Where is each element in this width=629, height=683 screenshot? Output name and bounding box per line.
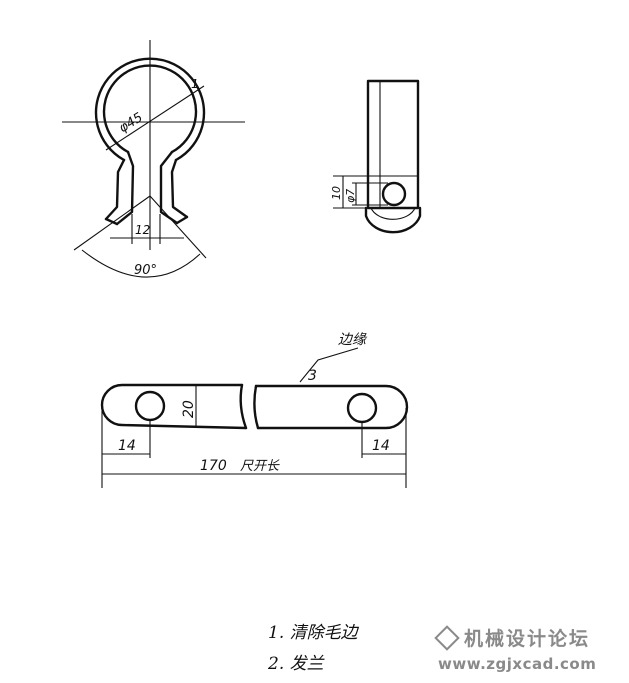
flat-blank-view: 20 边缘 3 14 14 170 尺开长 xyxy=(100,332,409,488)
blank-break-right xyxy=(253,384,260,430)
left-hole xyxy=(134,390,166,422)
height-outer-label: 10 xyxy=(330,186,343,200)
bend-angle-label: 90° xyxy=(134,263,157,278)
technical-notes: 1. 清除毛边 2. 发兰 xyxy=(268,618,358,680)
angle-extension-left xyxy=(73,195,151,251)
side-view-bend-outer xyxy=(364,206,422,234)
clamp-side-view: 10 φ7 xyxy=(330,79,422,234)
height-inner-label: φ7 xyxy=(344,189,357,203)
left-offset-label: 14 xyxy=(118,438,136,454)
edge-callout-label: 边缘 xyxy=(338,332,368,348)
angle-extension-right xyxy=(149,195,207,259)
right-hole xyxy=(346,392,378,424)
diameter-leader-line xyxy=(105,85,205,151)
blank-break-left xyxy=(239,383,248,430)
left-leg-outer xyxy=(104,158,126,221)
length-note-label: 尺开长 xyxy=(240,459,280,474)
watermark-url: www.zgjxcad.com xyxy=(438,655,597,673)
watermark-site-name: 机械设计论坛 xyxy=(464,628,591,650)
diamond-logo-icon xyxy=(434,624,460,651)
strip-width-label: 20 xyxy=(181,400,197,418)
angle-dimension-arc xyxy=(81,249,201,278)
ring-outer-contour xyxy=(94,57,206,162)
right-leg-outer xyxy=(170,158,189,219)
note-2: 2. 发兰 xyxy=(268,654,324,674)
blank-right-half xyxy=(254,384,409,430)
side-view-body xyxy=(366,79,420,210)
note-1: 1. 清除毛边 xyxy=(268,623,358,643)
edge-callout-leader xyxy=(299,347,359,383)
left-leg-inner xyxy=(115,150,135,226)
ring-inner-contour xyxy=(102,64,198,154)
clamp-front-view: φ45 1 12 90° xyxy=(62,40,245,278)
side-view-hole xyxy=(381,181,407,207)
diameter-label: φ45 xyxy=(116,110,145,136)
right-leg-end xyxy=(175,215,189,225)
blank-left-half xyxy=(100,383,248,430)
left-leg-end xyxy=(104,217,119,226)
side-view-bend-inner xyxy=(370,207,416,220)
gap-width-label: 12 xyxy=(135,223,150,237)
total-length-label: 170 xyxy=(200,458,227,474)
part-number-label: 1 xyxy=(191,77,199,91)
right-offset-label: 14 xyxy=(372,438,390,454)
site-watermark: 机械设计论坛 www.zgjxcad.com xyxy=(434,624,624,673)
edge-callout-number: 3 xyxy=(308,368,317,384)
